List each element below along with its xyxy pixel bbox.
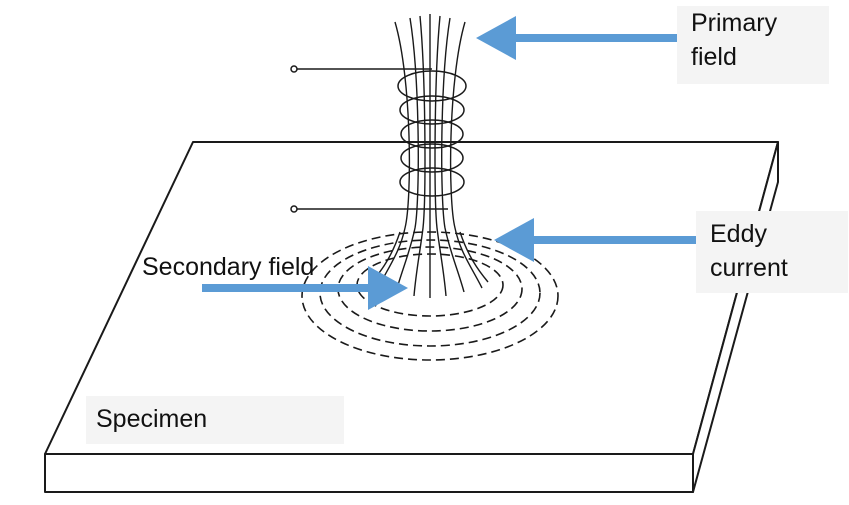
coil (296, 68, 467, 210)
field-line (459, 231, 489, 283)
primary-field-label-line-2: field (691, 43, 737, 71)
pointer-arrows (202, 16, 696, 310)
coil-turn (397, 70, 467, 102)
coil-turn (400, 119, 464, 149)
secondary-field-label: Secondary field (142, 253, 315, 281)
coil-terminal-bottom (290, 205, 298, 213)
eddy-current-label-line-2: current (710, 254, 788, 282)
primary-field-label: Primary field (677, 6, 829, 84)
coil-terminal-top (290, 65, 298, 73)
coil-turn (400, 143, 464, 173)
field-lines (371, 14, 489, 298)
eddy-current-label-line-1: Eddy (710, 220, 767, 248)
specimen-plate (44, 141, 779, 493)
eddy-current-arrow (494, 218, 696, 262)
plate-front-face (44, 453, 694, 493)
secondary-field-arrow (202, 266, 408, 310)
eddy-current-label: Eddy current (696, 211, 848, 293)
field-line (395, 17, 419, 293)
field-line (377, 21, 411, 289)
specimen-label: Specimen (86, 396, 344, 444)
field-line (449, 21, 483, 289)
coil-turn (399, 95, 465, 125)
primary-field-arrow (476, 16, 678, 60)
primary-field-label-line-1: Primary (691, 9, 778, 37)
coil-turn (399, 167, 465, 197)
